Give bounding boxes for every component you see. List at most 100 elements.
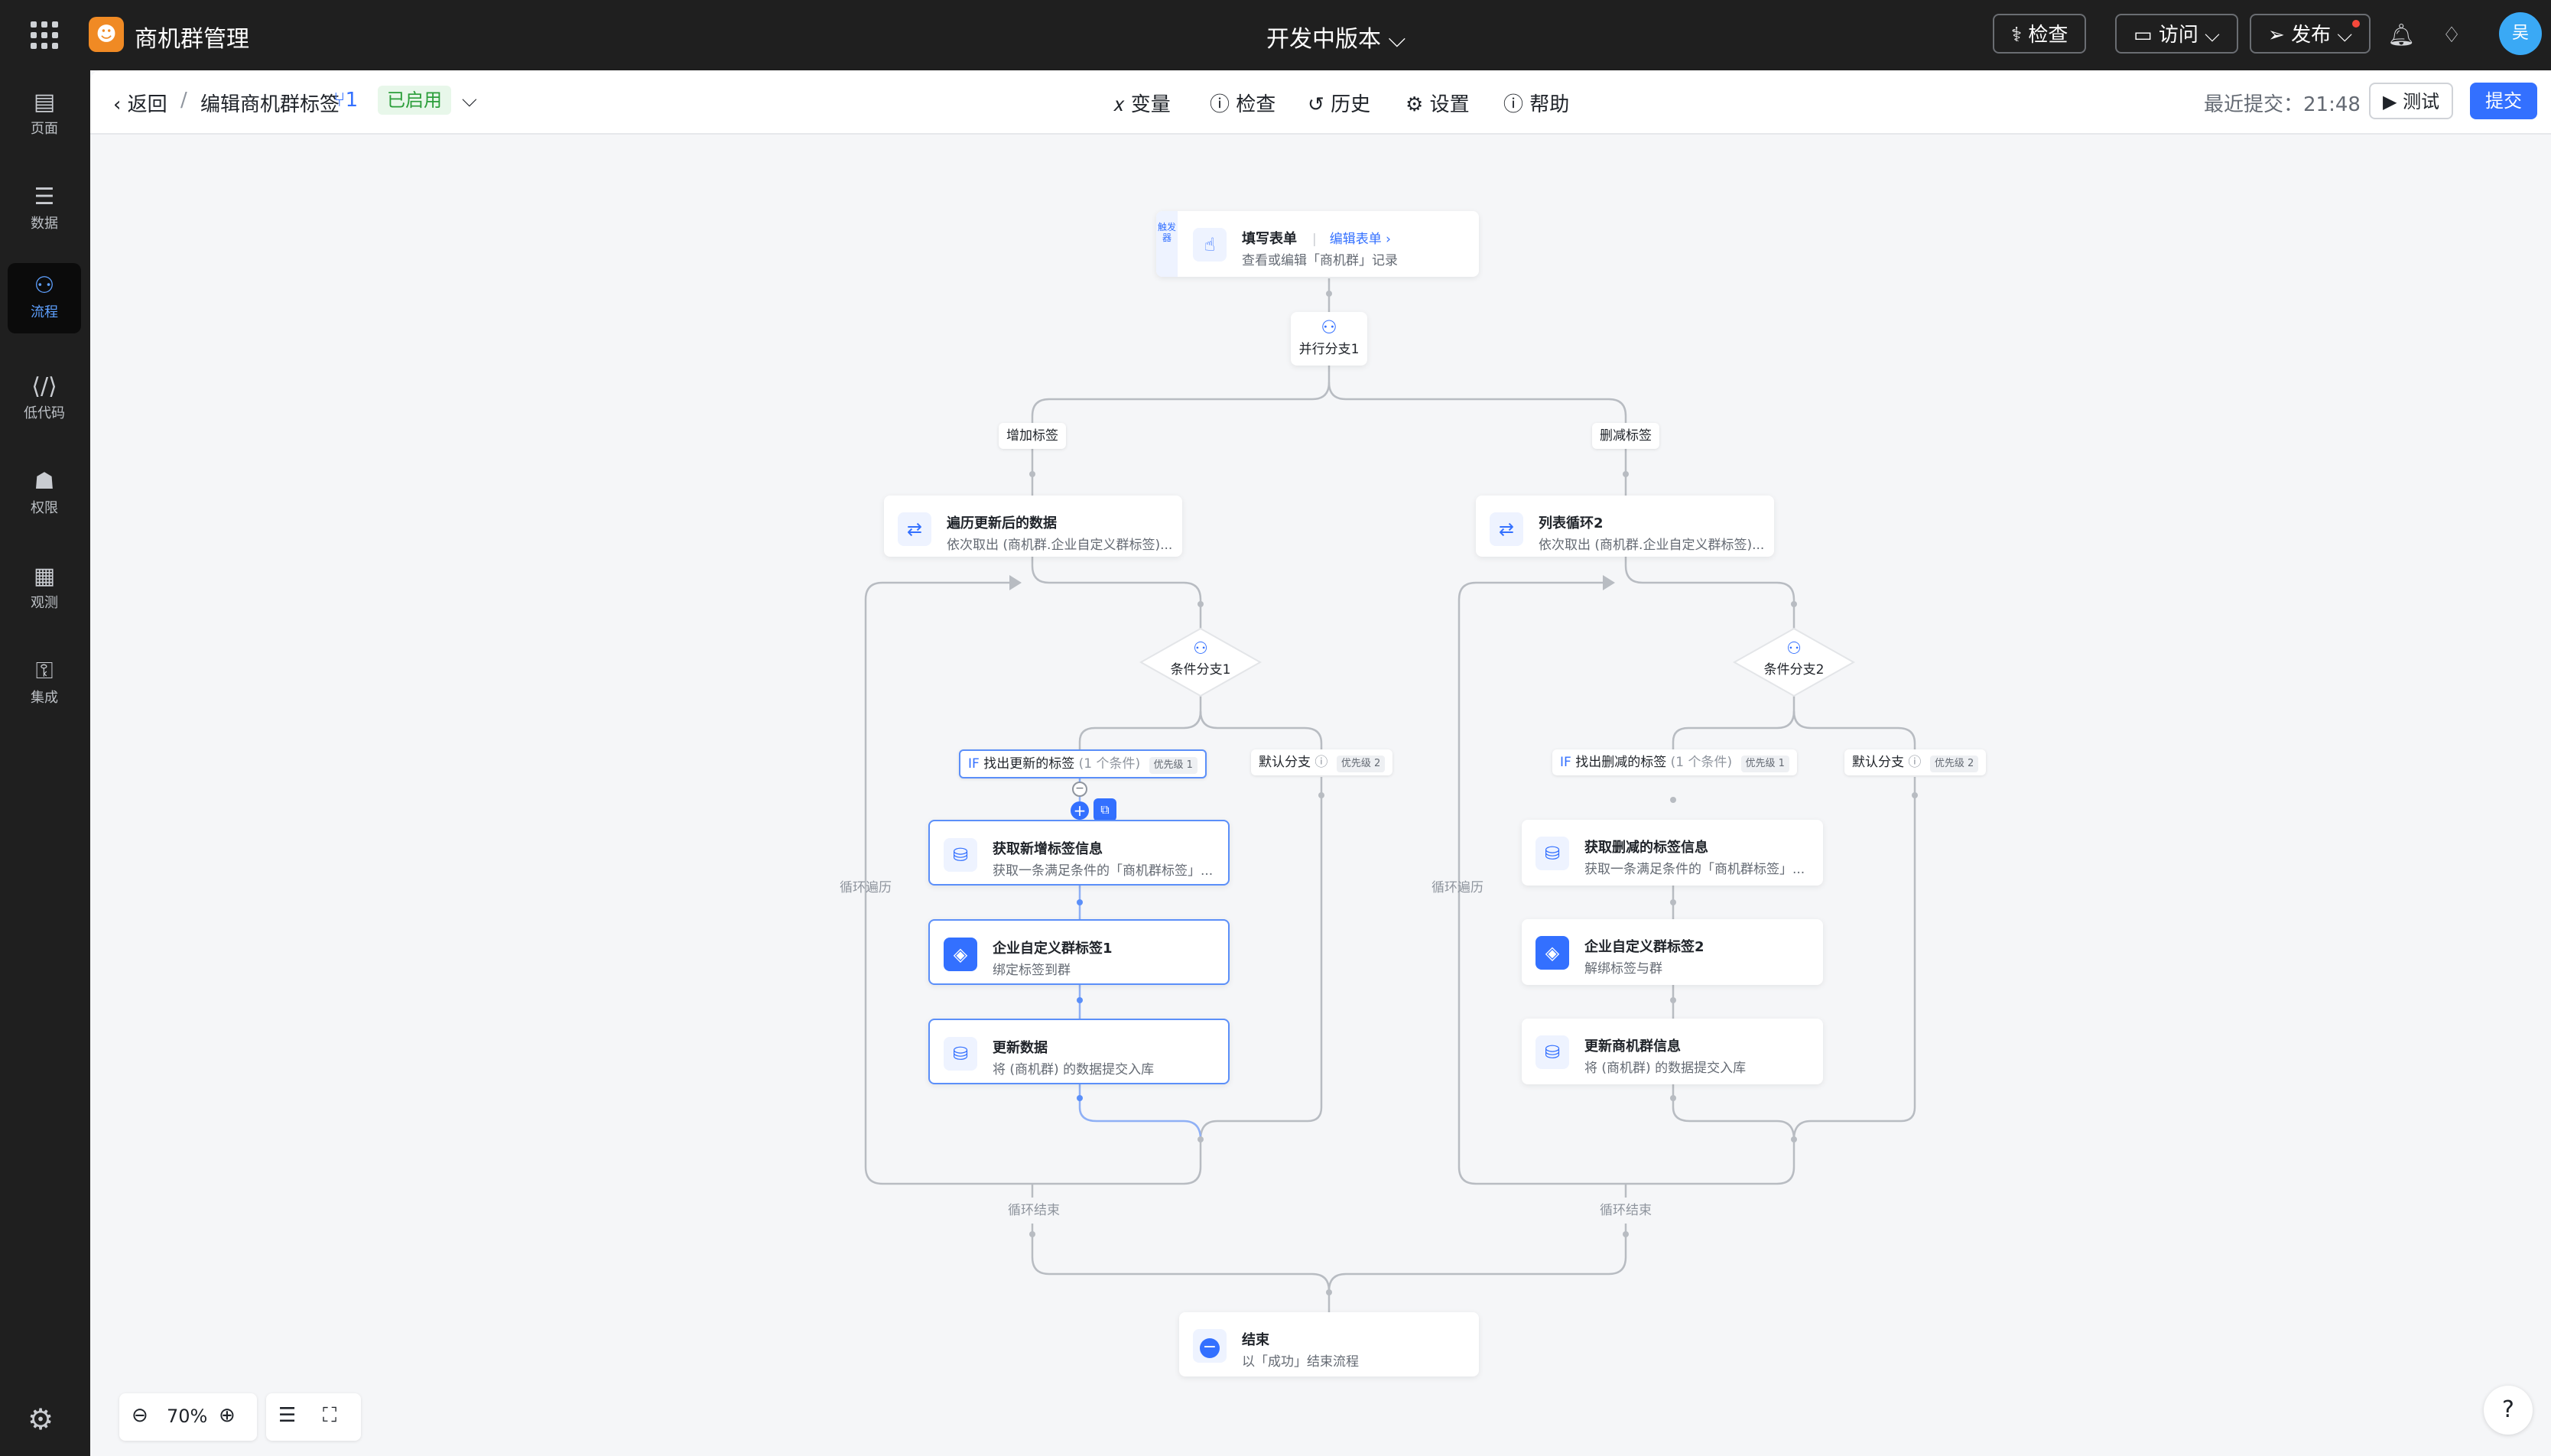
stop-icon: − bbox=[1193, 1329, 1227, 1363]
variables-label: 变量 bbox=[1130, 93, 1171, 116]
collapse-icon[interactable]: − bbox=[1072, 782, 1087, 797]
key-icon: ⚿ bbox=[35, 658, 54, 684]
priority-badge: 优先级 1 bbox=[1149, 757, 1198, 774]
info-icon: ⓘ bbox=[1210, 93, 1237, 116]
app-grid-icon[interactable] bbox=[31, 21, 58, 49]
condition-branch-1-label: 条件分支1 bbox=[1170, 662, 1231, 678]
zoom-controls: ⊖ 70% ⊕ bbox=[119, 1393, 257, 1441]
loop-right-desc: 依次取出 (商机群.企业自定义群标签)... bbox=[1539, 538, 1765, 553]
copy-icon[interactable]: ⧉ bbox=[1094, 798, 1116, 821]
gear-icon[interactable]: ⚙ bbox=[28, 1402, 54, 1436]
help-icon: ⓘ bbox=[1503, 93, 1530, 116]
lightbulb-icon[interactable]: ♢ bbox=[2442, 22, 2462, 47]
visit-button[interactable]: ▭ 访问 ⌵ bbox=[2115, 14, 2238, 54]
info-icon: ⓘ bbox=[1908, 755, 1922, 770]
submit-button[interactable]: 提交 bbox=[2470, 83, 2537, 119]
chevron-left-icon: ‹ bbox=[113, 93, 128, 116]
if-prefix: IF bbox=[1560, 755, 1571, 770]
chevron-down-icon[interactable]: ⌵ bbox=[462, 89, 477, 112]
back-label: 返回 bbox=[127, 93, 167, 116]
update-node-right[interactable]: ⛁ 更新商机群信息 将 (商机群) 的数据提交入库 bbox=[1522, 1019, 1823, 1084]
help-button[interactable]: ⓘ 帮助 bbox=[1503, 89, 1569, 117]
sidebar-item-monitor[interactable]: ▦观测 bbox=[8, 554, 81, 624]
loop-icon: ⇄ bbox=[898, 512, 931, 546]
node-title: 获取删减的标签信息 bbox=[1584, 840, 1708, 856]
if-condition-label: 找出删减的标签 bbox=[1575, 755, 1667, 770]
sidebar-item-data[interactable]: ☰数据 bbox=[8, 174, 81, 245]
test-button[interactable]: ▶ 测试 bbox=[2369, 83, 2454, 119]
avatar[interactable]: 吴 bbox=[2499, 12, 2542, 55]
sidebar-item-label: 流程 bbox=[31, 304, 58, 320]
branch-tag-remove[interactable]: 删减标签 bbox=[1592, 423, 1659, 449]
loop-node-right[interactable]: ⇄ 列表循环2 依次取出 (商机群.企业自定义群标签)... bbox=[1476, 496, 1774, 557]
sidebar-item-label: 集成 bbox=[31, 690, 58, 706]
add-node-icon[interactable]: + bbox=[1071, 801, 1089, 820]
if-condition-label: 找出更新的标签 bbox=[983, 756, 1075, 772]
node-desc: 获取一条满足条件的「商机群标签」... bbox=[1584, 862, 1805, 877]
tag-node-right[interactable]: ◈ 企业自定义群标签2 解绑标签与群 bbox=[1522, 919, 1823, 985]
loop-end-label-left: 循环结束 bbox=[1008, 1203, 1060, 1218]
condition-diamonds bbox=[1139, 627, 1856, 697]
node-title: 企业自定义群标签1 bbox=[993, 941, 1113, 957]
sidebar-item-label: 权限 bbox=[31, 500, 58, 516]
sidebar-item-lowcode[interactable]: ⟨/⟩低代码 bbox=[8, 364, 81, 434]
condition-branch-1[interactable]: ⚇ 条件分支1 bbox=[1162, 639, 1239, 678]
loop-traverse-label-left: 循环遍历 bbox=[840, 880, 892, 895]
node-desc: 以「成功」结束流程 bbox=[1242, 1354, 1359, 1370]
loop-node-left[interactable]: ⇄ 遍历更新后的数据 依次取出 (商机群.企业自定义群标签)... bbox=[884, 496, 1182, 557]
users-icon: ☗ bbox=[34, 468, 55, 495]
auto-layout-icon[interactable]: ☰ bbox=[278, 1404, 297, 1427]
if-condition-tag-left[interactable]: IF 找出更新的标签 (1 个条件) 优先级 1 bbox=[959, 749, 1207, 778]
fit-view-icon[interactable]: ⛶ bbox=[323, 1404, 337, 1427]
update-node-left[interactable]: ⛁ 更新数据 将 (商机群) 的数据提交入库 bbox=[928, 1019, 1230, 1084]
page-icon: ▤ bbox=[33, 89, 56, 115]
sidebar-item-label: 观测 bbox=[31, 595, 58, 611]
end-node[interactable]: − 结束 以「成功」结束流程 bbox=[1179, 1312, 1479, 1376]
zoom-out-icon[interactable]: ⊖ bbox=[132, 1404, 148, 1427]
get-record-node-left[interactable]: ⛁ 获取新增标签信息 获取一条满足条件的「商机群标签」... bbox=[928, 820, 1230, 886]
sidebar-item-flow[interactable]: ⚇流程 bbox=[8, 263, 81, 333]
trigger-title: 填写表单 bbox=[1242, 231, 1297, 247]
sidebar-item-integration[interactable]: ⚿ 集成 bbox=[8, 648, 81, 719]
parallel-branch-node[interactable]: ⚇ 并行分支1 bbox=[1291, 312, 1367, 366]
version-selector[interactable]: 开发中版本 ⌵ bbox=[1266, 26, 1406, 53]
if-condition-tag-right[interactable]: IF 找出删减的标签 (1 个条件) 优先级 1 bbox=[1552, 749, 1797, 775]
history-button[interactable]: ↺ 历史 bbox=[1308, 89, 1370, 117]
back-button[interactable]: ‹ 返回 bbox=[113, 89, 167, 117]
check-label: 检查 bbox=[1236, 93, 1276, 116]
trigger-node[interactable]: 触发器 ☝ 填写表单 | 编辑表单 › 查看或编辑「商机群」记录 bbox=[1156, 211, 1479, 277]
branch-icon: ⚇ bbox=[1786, 639, 1802, 658]
status-badge: 已启用 bbox=[378, 86, 451, 115]
sidebar-item-pages[interactable]: ▤页面 bbox=[8, 80, 81, 150]
get-record-node-right[interactable]: ⛁ 获取删减的标签信息 获取一条满足条件的「商机群标签」... bbox=[1522, 820, 1823, 886]
variables-button[interactable]: 𝑥 变量 bbox=[1113, 89, 1171, 117]
tag-node-left[interactable]: ◈ 企业自定义群标签1 绑定标签到群 bbox=[928, 919, 1230, 985]
default-branch-tag-right[interactable]: 默认分支 ⓘ 优先级 2 bbox=[1844, 749, 1987, 775]
condition-branch-2-label: 条件分支2 bbox=[1763, 662, 1825, 678]
publish-button-label: 发布 ⌵ bbox=[2291, 24, 2353, 47]
test-label: 测试 bbox=[2403, 91, 2440, 112]
branch-tag-add[interactable]: 增加标签 bbox=[999, 423, 1066, 449]
sidebar-item-permissions[interactable]: ☗ 权限 bbox=[8, 459, 81, 529]
default-branch-tag-left[interactable]: 默认分支 ⓘ 优先级 2 bbox=[1251, 749, 1393, 775]
version-link[interactable]: ⑂1 bbox=[333, 89, 358, 112]
stethoscope-icon: ⚕ bbox=[2011, 24, 2029, 47]
priority-badge: 优先级 2 bbox=[1336, 756, 1386, 772]
help-fab-icon[interactable]: ? bbox=[2484, 1386, 2533, 1435]
chevron-right-icon: › bbox=[1381, 232, 1391, 247]
bell-icon[interactable]: 🔔︎ bbox=[2387, 22, 2415, 47]
edit-form-link[interactable]: | 编辑表单 › bbox=[1312, 232, 1391, 247]
check-button[interactable]: ⚕ 检查 bbox=[1993, 14, 2087, 54]
check-flow-button[interactable]: ⓘ 检查 bbox=[1210, 89, 1276, 117]
publish-button[interactable]: ➢ 发布 ⌵ bbox=[2250, 14, 2371, 54]
settings-button[interactable]: ⚙ 设置 bbox=[1405, 89, 1470, 117]
priority-badge: 优先级 2 bbox=[1929, 756, 1979, 772]
play-icon: ▶ bbox=[2383, 91, 2403, 112]
condition-branch-2[interactable]: ⚇ 条件分支2 bbox=[1756, 639, 1832, 678]
zoom-in-icon[interactable]: ⊕ bbox=[219, 1404, 236, 1427]
sidebar-item-label: 数据 bbox=[31, 216, 58, 232]
last-submit-time: 最近提交：21:48 bbox=[2204, 93, 2361, 116]
node-title: 更新商机群信息 bbox=[1584, 1038, 1681, 1055]
trigger-desc: 查看或编辑「商机群」记录 bbox=[1242, 253, 1398, 268]
